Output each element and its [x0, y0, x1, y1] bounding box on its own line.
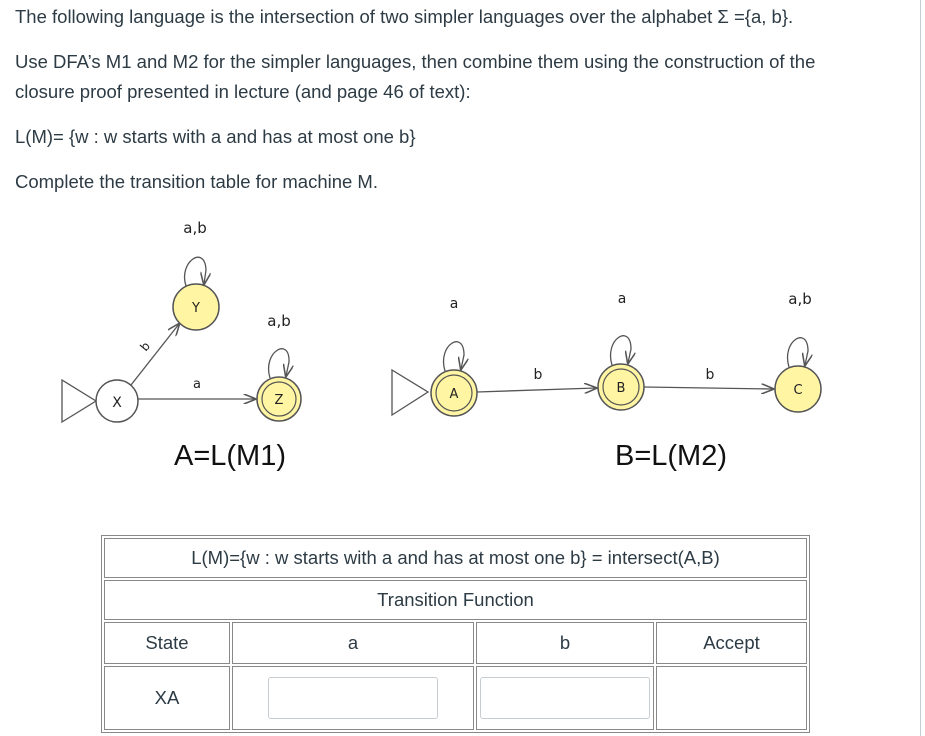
answer-input-xa-a[interactable] [268, 677, 438, 719]
answer-input-xa-b[interactable] [480, 677, 650, 719]
dfa-m2: A B C b b a a a,b B=L(M2) [391, 290, 822, 472]
m1-state-x-label: X [112, 395, 122, 411]
m2-label-a-to-b: b [534, 367, 543, 383]
m1-state-x [95, 379, 139, 423]
m1-label-x-to-z: a [193, 377, 201, 392]
m2-state-c [774, 365, 822, 413]
m2-start-arrow [391, 368, 430, 417]
header-b: b [476, 622, 654, 664]
m2-label-a-loop: a [450, 296, 459, 312]
m2-caption: B=L(M2) [615, 440, 727, 472]
m2-label-c-loop: a,b [788, 290, 811, 308]
m2-state-c-label: C [793, 383, 802, 398]
m1-state-y [172, 283, 220, 331]
row-state-xa: XA [104, 666, 230, 730]
m1-caption: A=L(M1) [174, 440, 286, 472]
m1-state-z [256, 376, 302, 422]
question-line-2a: Use DFA’s M1 and M2 for the simpler lang… [15, 51, 816, 72]
m2-label-b-to-c: b [706, 367, 715, 383]
m1-label-y-loop: a,b [183, 219, 206, 237]
language-definition: L(M)= {w : w starts with a and has at mo… [15, 126, 416, 147]
cell-xa-b [476, 666, 654, 730]
table-subtitle: Transition Function [104, 580, 807, 620]
dfa-diagrams-image: X Y Z b a a,b a,b A=L(M1) A B C [61, 219, 822, 472]
m1-start-arrow [61, 378, 98, 424]
question-line-2b: closure proof presented in lecture (and … [15, 81, 471, 102]
instruction: Complete the transition table for machin… [15, 171, 378, 192]
transition-table: L(M)={w : w starts with a and has at mos… [101, 535, 810, 733]
m2-label-b-loop: a [618, 291, 627, 307]
dfa-m1: X Y Z b a a,b a,b A=L(M1) [61, 219, 302, 472]
m2-state-a [430, 369, 478, 417]
m1-state-z-label: Z [275, 393, 284, 408]
header-accept: Accept [656, 622, 807, 664]
cell-xa-accept [656, 666, 807, 730]
m1-label-x-to-y: b [137, 339, 153, 354]
m2-state-a-label: A [450, 387, 459, 402]
table-row: XA [104, 666, 807, 730]
page-right-border [920, 0, 921, 736]
header-state: State [104, 622, 230, 664]
m1-label-z-loop: a,b [267, 312, 290, 330]
m1-state-y-label: Y [191, 301, 200, 316]
table-title: L(M)={w : w starts with a and has at mos… [104, 538, 807, 578]
m2-state-b-label: B [617, 381, 626, 396]
cell-xa-a [232, 666, 474, 730]
question-line-1: The following language is the intersecti… [15, 6, 794, 27]
header-a: a [232, 622, 474, 664]
